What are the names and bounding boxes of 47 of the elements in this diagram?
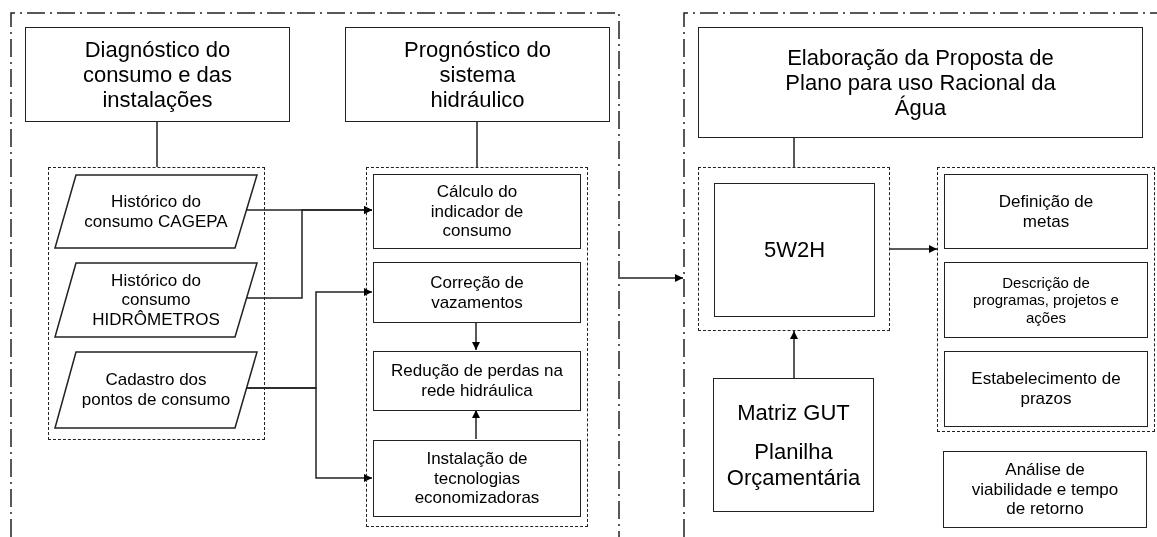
node-label: Diagnóstico do consumo e das instalações: [81, 36, 234, 113]
process-box: [944, 262, 1148, 338]
node-label: Prognóstico do sistema hidráulico: [403, 36, 552, 113]
node-subtitle: Planilha Orçamentária: [725, 439, 862, 490]
node-label: Histórico do consumo CAGEPA: [83, 191, 229, 232]
connector-line: [793, 137, 795, 168]
arrow: [472, 409, 480, 440]
node-label: Cálculo do indicador de consumo: [429, 182, 525, 241]
node-label: Definição de metas: [997, 191, 1095, 232]
data-parallelogram: [54, 174, 258, 249]
process-box: [713, 378, 874, 512]
node-label: Instalação de tecnologias economizadoras: [413, 449, 541, 508]
node-label: Correção de vazamentos: [429, 272, 525, 313]
process-box: [373, 440, 581, 517]
node-label: Cadastro dos pontos de consumo: [80, 370, 232, 410]
connector-line: [156, 121, 158, 168]
node-label: Matriz GUT: [736, 400, 851, 426]
data-parallelogram: [54, 351, 258, 429]
process-box: [373, 262, 581, 323]
process-box: [373, 351, 581, 411]
process-box: [714, 183, 875, 317]
arrow: [790, 330, 798, 379]
process-box: [25, 27, 290, 122]
node-label: Análise de viabilidade e tempo de retorno: [970, 460, 1120, 519]
process-box: [943, 451, 1147, 528]
node-label: Redução de perdas na rede hidráulica: [390, 361, 564, 401]
dashed-group-box: [698, 167, 890, 331]
dash-dot-frame: [683, 12, 1157, 537]
process-box: [944, 174, 1148, 249]
node-label: Descrição de programas, projetos e ações: [972, 274, 1120, 326]
dashed-group-box: [366, 167, 588, 527]
data-parallelogram: [54, 262, 258, 338]
arrow: [472, 321, 480, 351]
dashed-group-box: [937, 167, 1155, 432]
arrow: [619, 274, 684, 282]
dash-dot-frame: [10, 12, 620, 537]
connector-line: [476, 121, 478, 168]
process-box: [345, 27, 610, 122]
node-label: Estabelecimento de prazos: [970, 369, 1122, 409]
dashed-group-box: [48, 167, 265, 440]
process-box: [698, 27, 1143, 138]
arrow: [889, 245, 938, 253]
process-box: [944, 351, 1148, 427]
node-label: Elaboração da Proposta de Plano para uso Racional da Água: [784, 44, 1057, 121]
node-label: 5W2H: [762, 237, 827, 263]
node-label: Histórico do consumo HIDRÔMETROS: [91, 270, 221, 330]
process-box: [373, 174, 581, 249]
